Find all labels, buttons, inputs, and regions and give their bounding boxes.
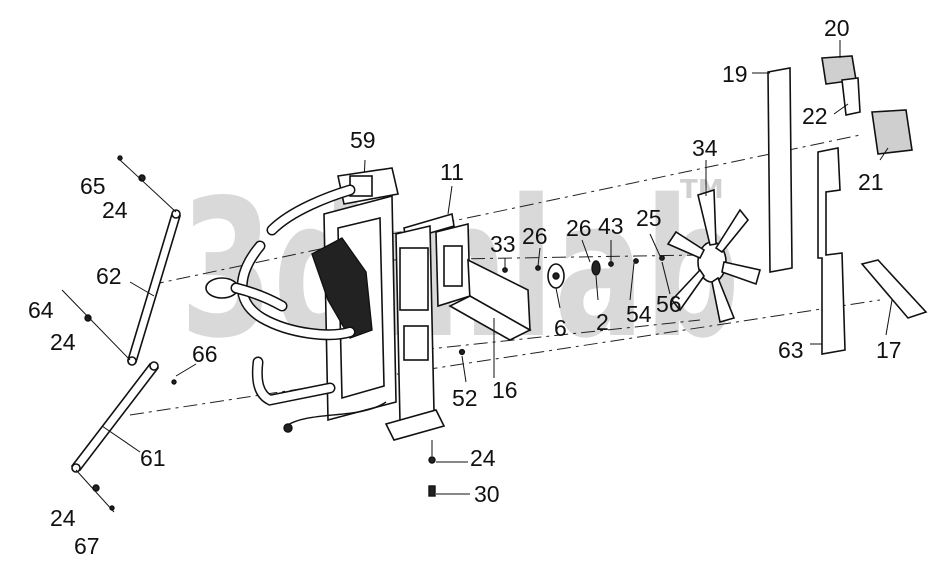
label-65: 65: [80, 173, 106, 199]
label-26-left: 26: [522, 223, 548, 249]
label-34: 34: [692, 135, 718, 161]
label-24-upper: 24: [102, 197, 128, 223]
label-24-bolt: 24: [470, 445, 496, 471]
label-6: 6: [554, 315, 567, 341]
part-34-fan: [666, 160, 762, 324]
label-25: 25: [636, 205, 662, 231]
label-11: 11: [440, 159, 464, 185]
label-16: 16: [492, 377, 518, 403]
label-66: 66: [192, 341, 218, 367]
label-17: 17: [876, 337, 902, 363]
label-22: 22: [802, 103, 828, 129]
label-26-right: 26: [566, 215, 592, 241]
label-30: 30: [474, 481, 500, 507]
label-24-lower: 24: [50, 505, 76, 531]
label-62: 62: [96, 263, 122, 289]
part-number-labels: 20 19 22 21 34 59 11 65 24 26 33 26 43 2…: [28, 15, 902, 559]
label-2: 2: [596, 309, 609, 335]
label-67: 67: [74, 533, 100, 559]
radiator-shroud: [311, 159, 446, 441]
label-54: 54: [626, 301, 652, 327]
part-63-seal-strip: [810, 147, 846, 355]
label-24-middle: 24: [50, 329, 76, 355]
part-61-stay-rod: [70, 361, 160, 473]
coolant-hoses: [205, 184, 387, 433]
label-21: 21: [858, 169, 884, 195]
part-20-22-21-foam-blocks: [821, 40, 913, 161]
label-63: 63: [778, 337, 804, 363]
assembly-axes: [129, 134, 881, 416]
label-56: 56: [656, 291, 682, 317]
label-19: 19: [722, 61, 748, 87]
part-52-bolt: [458, 348, 467, 383]
label-52: 52: [452, 385, 478, 411]
part-17-plate: [860, 259, 928, 336]
part-16-fan-bracket: [435, 222, 532, 378]
shaft-hardware: [502, 233, 671, 309]
label-43: 43: [598, 213, 624, 239]
rod-fasteners: [61, 155, 197, 513]
label-33: 33: [490, 231, 516, 257]
label-64: 64: [28, 297, 54, 323]
part-24-30-mount-bolt: [428, 440, 470, 497]
part-19-seal-strip: [752, 67, 793, 273]
label-61: 61: [140, 445, 166, 471]
label-20: 20: [824, 15, 850, 41]
part-62-stay-rod: [126, 209, 182, 366]
label-59: 59: [350, 127, 376, 153]
